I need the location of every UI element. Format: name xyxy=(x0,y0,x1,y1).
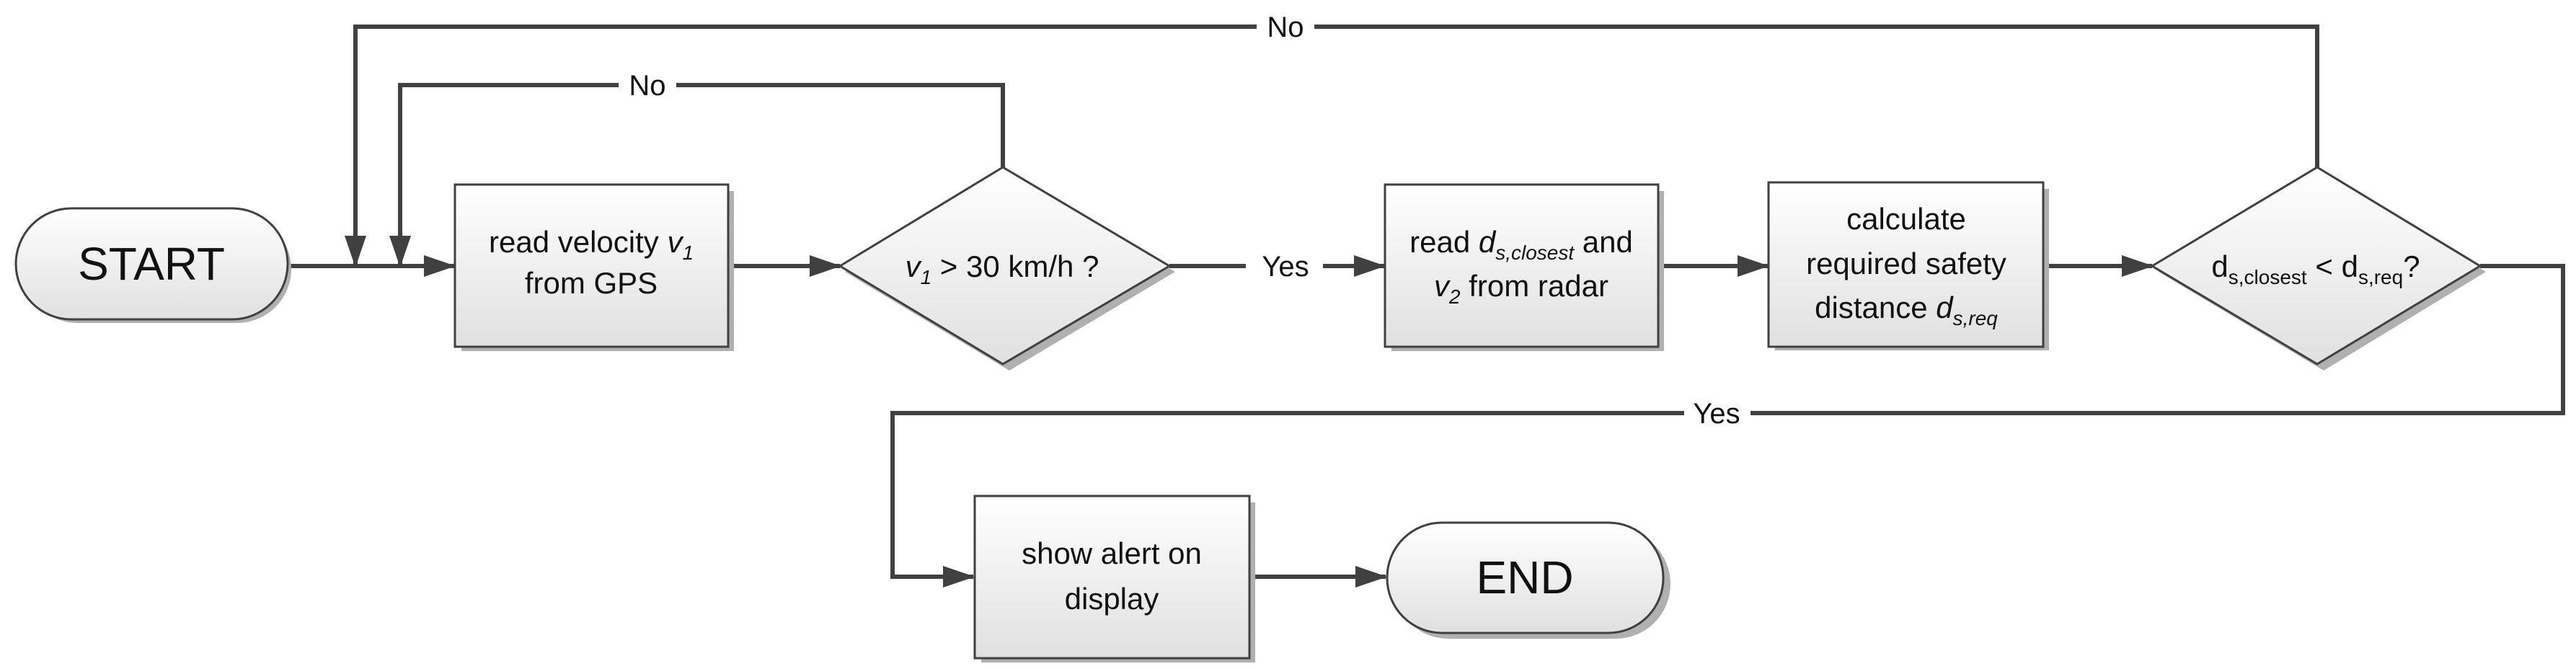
calc-safety-sub: s,req xyxy=(1953,307,1999,329)
svg-text:read velocity v1: read velocity v1 xyxy=(489,225,694,264)
show-alert-line2: display xyxy=(1065,582,1159,616)
read-velocity-var: v xyxy=(667,225,684,259)
edge-label-speed-yes: Yes xyxy=(1262,251,1309,283)
distance-check-op: < xyxy=(2307,249,2342,283)
distance-check-d2: d xyxy=(2342,249,2358,283)
speed-check-diamond: v1 > 30 km/h ? xyxy=(838,166,1175,371)
start-label: START xyxy=(78,238,225,290)
start-terminator: START xyxy=(14,207,291,323)
svg-text:distance ds,req: distance ds,req xyxy=(1815,291,1998,329)
calc-safety-var: d xyxy=(1936,291,1954,324)
read-radar-line2-rest: from radar xyxy=(1461,269,1608,303)
svg-text:v2 from radar: v2 from radar xyxy=(1434,269,1608,308)
edge-label-speed-no: No xyxy=(629,70,665,102)
speed-check-sub: 1 xyxy=(921,266,932,288)
svg-text:v1 > 30 km/h ?: v1 > 30 km/h ? xyxy=(906,249,1099,288)
distance-check-end: ? xyxy=(2403,249,2420,283)
end-label: END xyxy=(1476,551,1573,603)
read-radar-sub1: s,closest xyxy=(1495,242,1575,264)
read-radar-var1: d xyxy=(1479,225,1497,259)
read-velocity-line2: from GPS xyxy=(525,266,658,300)
distance-check-d1: d xyxy=(2211,249,2228,283)
distance-check-sub2: s,req xyxy=(2358,266,2403,288)
read-radar-sub2: 2 xyxy=(1448,285,1461,308)
speed-check-var: v xyxy=(906,249,923,283)
svg-text:read ds,closest and: read ds,closest and xyxy=(1409,225,1633,264)
speed-check-rest: > 30 km/h ? xyxy=(931,249,1099,283)
read-radar-line1-rest: and xyxy=(1574,225,1633,259)
edge-speed-no-loop xyxy=(389,83,1005,267)
edge-label-distance-yes: Yes xyxy=(1693,398,1740,430)
calc-safety-line3: distance xyxy=(1815,291,1936,324)
calc-safety-line1: calculate xyxy=(1846,202,1966,236)
show-alert-box: show alert on display xyxy=(973,495,1255,663)
calc-safety-box: calculate required safety distance ds,re… xyxy=(1767,181,2049,350)
distance-check-sub1: s,closest xyxy=(2228,266,2307,288)
edge-distance-no-loop xyxy=(345,25,2319,267)
calc-safety-line2: required safety xyxy=(1806,247,2006,280)
distance-check-diamond: ds,closest < ds,req? xyxy=(2150,166,2486,371)
read-radar-var2: v xyxy=(1434,269,1451,303)
end-terminator: END xyxy=(1386,521,1670,639)
edge-label-distance-no: No xyxy=(1267,12,1304,43)
read-radar-line1: read xyxy=(1409,225,1479,259)
show-alert-line1: show alert on xyxy=(1022,536,1202,570)
read-radar-box: read ds,closest and v2 from radar xyxy=(1384,183,1664,351)
read-velocity-line1: read velocity xyxy=(489,225,667,259)
read-velocity-sub: 1 xyxy=(682,242,694,264)
read-velocity-box: read velocity v1 from GPS xyxy=(453,183,734,351)
svg-text:ds,closest < ds,req?: ds,closest < ds,req? xyxy=(2211,249,2420,288)
